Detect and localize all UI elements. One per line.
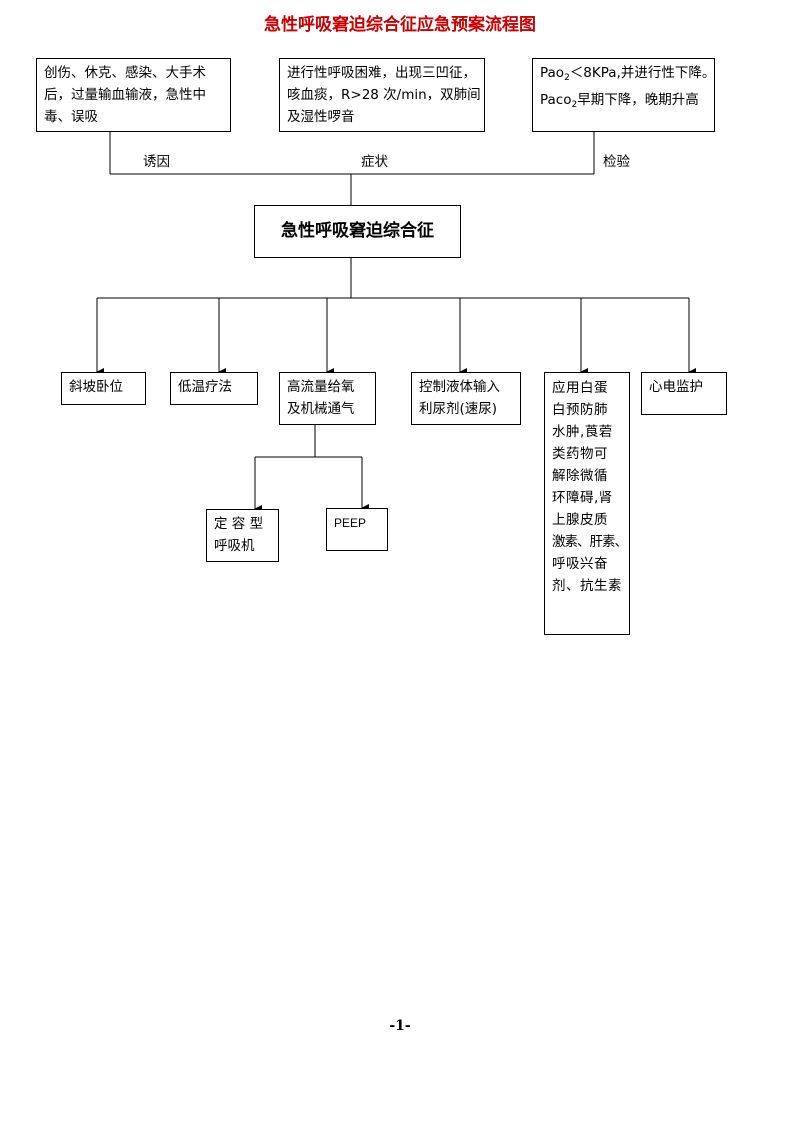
cause-line: 毒、误吸	[44, 109, 98, 125]
test-line-1: Pao2＜8KPa,并进行性下降。	[540, 62, 715, 89]
measure-line: 及机械通气	[287, 401, 355, 417]
symptom-line: 进行性呼吸困难，出现三凹征，	[287, 65, 476, 81]
label-cause: 诱因	[143, 154, 170, 170]
cause-line: 后，过量输血输液，急性中	[44, 87, 206, 103]
test-box: Pao2＜8KPa,并进行性下降。 Paco2早期下降，晚期升高	[532, 58, 715, 132]
ventilator-box: 定 容 型 呼吸机	[206, 509, 279, 562]
test-line-2: Paco2早期下降，晚期升高	[540, 89, 707, 116]
page-title: 急性呼吸窘迫综合征应急预案流程图	[264, 15, 536, 35]
peep-box: PEEP	[326, 508, 388, 551]
measure-box-1: 斜坡卧位	[61, 372, 146, 405]
cause-line: 创伤、休克、感染、大手术	[44, 65, 206, 81]
symptom-box: 进行性呼吸困难，出现三凹征， 咳血痰，R>28 次/min，双肺间 及湿性啰音	[279, 58, 485, 132]
measure-line: 心电监护	[649, 379, 703, 395]
page-number: -1-	[389, 1018, 411, 1034]
label-test: 检验	[603, 154, 630, 170]
measure-box-2: 低温疗法	[170, 372, 258, 405]
test-line-1-pre: Pao	[540, 65, 565, 81]
symptom-line: 咳血痰，R>28 次/min，双肺间	[287, 87, 481, 103]
measure-line: 水肿,莨菪	[552, 424, 613, 440]
ventilator-line: 定 容 型	[214, 516, 264, 532]
measure-box-6: 心电监护	[641, 372, 727, 415]
cause-box: 创伤、休克、感染、大手术 后，过量输血输液，急性中 毒、误吸	[36, 58, 231, 132]
measure-line: 应用白蛋	[552, 380, 608, 396]
measure-line: 类药物可	[552, 446, 608, 462]
test-line-2-post: 早期下降，晚期升高	[577, 92, 699, 108]
test-line-1-post: ＜8KPa,并进行性下降。	[569, 65, 716, 81]
test-line-1-sub: 2	[564, 73, 570, 83]
test-line-2-pre: Paco	[540, 92, 572, 108]
measure-line: 激素、肝素、	[552, 534, 628, 550]
label-symptom: 症状	[361, 154, 388, 170]
measure-line: 解除微循	[552, 468, 608, 484]
peep-line: PEEP	[334, 516, 367, 530]
center-box: 急性呼吸窘迫综合征	[254, 205, 461, 258]
ventilator-line: 呼吸机	[214, 538, 255, 554]
measure-box-4: 控制液体输入 利尿剂(速尿)	[411, 372, 521, 425]
measure-box-5: 应用白蛋 白预防肺 水肿,莨菪 类药物可 解除微循 环障碍,肾 上腺皮质 激素、…	[544, 372, 630, 635]
measure-line: 利尿剂(速尿)	[419, 401, 498, 417]
measure-line: 环障碍,肾	[552, 490, 613, 506]
measure-line: 低温疗法	[178, 379, 232, 395]
measure-line: 高流量给氧	[287, 379, 355, 395]
measure-line: 呼吸兴奋	[552, 556, 608, 572]
measure-line: 斜坡卧位	[69, 379, 123, 395]
measure-line: 白预防肺	[552, 402, 608, 418]
symptom-line: 及湿性啰音	[287, 109, 355, 125]
measure-line: 控制液体输入	[419, 379, 500, 395]
measure-line: 剂、抗生素	[552, 578, 622, 594]
measure-line: 上腺皮质	[552, 512, 608, 528]
test-line-2-sub: 2	[571, 100, 578, 110]
measure-box-3: 高流量给氧 及机械通气	[279, 372, 376, 425]
